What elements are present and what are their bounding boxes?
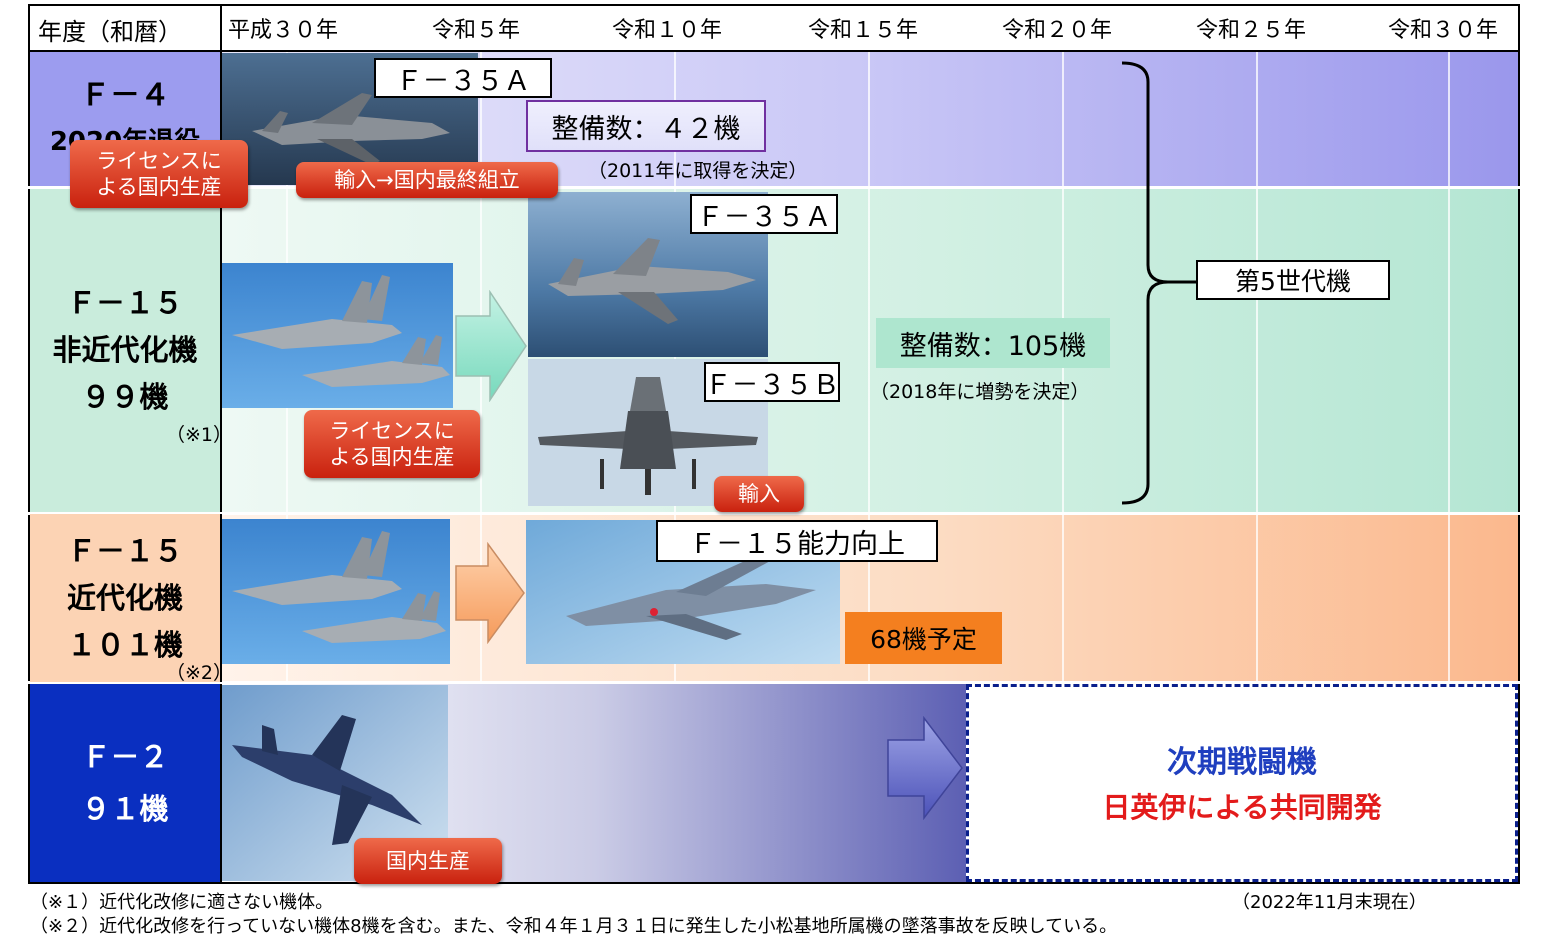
year-label-r15: 令和１５年 xyxy=(808,18,919,43)
f35a-label-middle: Ｆ－３５Ａ xyxy=(690,194,838,234)
row-separator xyxy=(28,681,1520,684)
header-bottom-line xyxy=(28,50,1520,52)
year-label-h30: 平成３０年 xyxy=(228,18,339,43)
f15-mod-count: １０１機 xyxy=(66,627,183,662)
row-separator xyxy=(28,512,1520,515)
year-label-r20: 令和２０年 xyxy=(1002,18,1113,43)
f15-old-count: ９９機 xyxy=(81,380,169,414)
grid-line xyxy=(1256,52,1258,682)
row-label-f2: Ｆ－２ ９１機 xyxy=(30,684,222,882)
f15-old-name: Ｆ－１５ xyxy=(66,286,183,320)
year-label-r5: 令和５年 xyxy=(432,18,521,43)
f15-old-footnote-ref: （※1） xyxy=(166,424,233,446)
year-label-r25: 令和２５年 xyxy=(1196,18,1307,43)
grid-line xyxy=(1448,52,1450,682)
next-fighter-box: 次期戦闘機 日英伊による共同開発 xyxy=(966,684,1518,882)
f35a-license-badge: ライセンスに よる国内生産 xyxy=(70,140,248,208)
f15-license-badge: ライセンスに よる国内生産 xyxy=(304,410,480,478)
fifth-gen-box: 第5世代機 xyxy=(1196,260,1390,300)
arrow-right-icon xyxy=(454,289,528,403)
year-label-r10: 令和１０年 xyxy=(612,18,723,43)
row-label-f15-old: Ｆ－１５ 非近代化機 ９９機 xyxy=(30,189,222,512)
f15-mod-footnote-ref: （※2） xyxy=(166,662,233,684)
next-fighter-title: 次期戦闘機 xyxy=(1167,745,1317,780)
f2-name: Ｆ－２ xyxy=(81,740,169,774)
f15-old-type: 非近代化機 xyxy=(52,333,198,367)
joint-dev-text: 日英伊による共同開発 xyxy=(1102,791,1382,824)
row-label-f15-mod: Ｆ－１５ 近代化機 １０１機 xyxy=(30,514,222,682)
f15-upgrade-photo xyxy=(526,520,840,664)
footnote-2: （※２）近代化改修を行っていない機体8機を含む。また、令和４年１月３１日に発生し… xyxy=(30,916,1118,937)
f2-count: ９１機 xyxy=(81,792,169,826)
year-header-corner: 年度（和暦） xyxy=(30,6,222,52)
arrow-right-icon xyxy=(454,541,526,645)
year-label-r30: 令和３０年 xyxy=(1388,18,1499,43)
f2-photo xyxy=(222,685,448,881)
f15-old-photo xyxy=(222,263,453,408)
row-separator xyxy=(28,186,1520,189)
f35b-label: Ｆ－３５Ｂ xyxy=(704,362,840,402)
f35a-count-box: 整備数：４２機 xyxy=(526,100,766,152)
grid-line xyxy=(868,52,870,682)
f15-planned-badge: 68機予定 xyxy=(845,612,1002,664)
f15-count-box: 整備数：105機 xyxy=(876,318,1110,368)
f35a-photo-middle xyxy=(528,192,768,357)
table-frame xyxy=(28,4,1520,884)
f15-decision-note: （2018年に増勢を決定） xyxy=(870,381,1090,403)
domestic-badge: 国内生産 xyxy=(354,838,502,884)
footnote-1: （※１）近代化改修に適さない機体。 xyxy=(30,892,334,913)
import-badge: 輸入 xyxy=(714,476,804,512)
f15-mod-type: 近代化機 xyxy=(66,580,183,615)
as-of-date: （2022年11月末現在） xyxy=(1232,892,1427,913)
corner-label: 年度（和暦） xyxy=(38,17,182,46)
import-assembly-badge: 輸入→国内最終組立 xyxy=(296,162,558,198)
f35a-decision-note: （2011年に取得を決定） xyxy=(588,160,808,182)
f15-mod-name: Ｆ－１５ xyxy=(66,533,183,568)
f15-upgrade-label: Ｆ－１５能力向上 xyxy=(656,520,938,562)
f35a-license-text: ライセンスに よる国内生産 xyxy=(96,149,222,199)
fifth-gen-brace xyxy=(1118,60,1198,506)
f35a-label-top: Ｆ－３５Ａ xyxy=(374,58,552,98)
f15-mod-photo xyxy=(222,519,450,664)
f15-license-text: ライセンスに よる国内生産 xyxy=(329,419,455,469)
arrow-right-icon xyxy=(886,715,964,821)
f4-name: Ｆ－４ xyxy=(80,78,170,113)
